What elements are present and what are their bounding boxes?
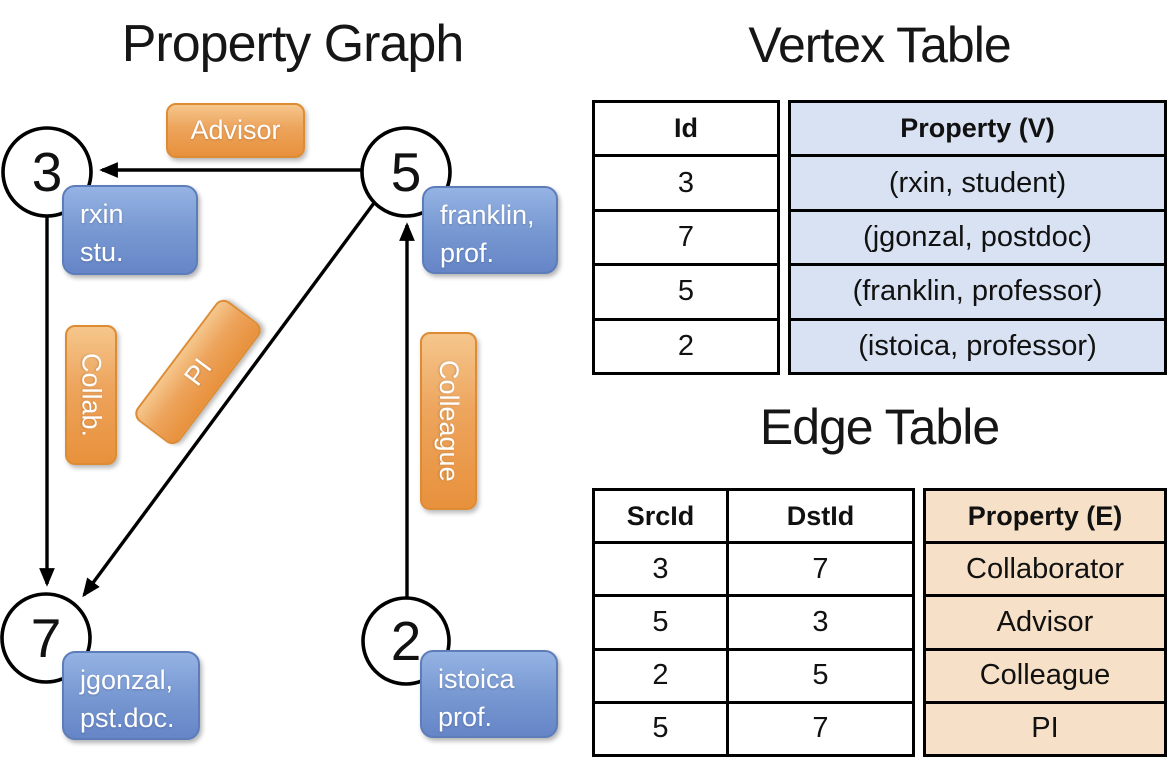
vertex-prop-line: stu. [80,237,124,268]
vertex-prop-line: prof. [440,238,495,269]
vertex-table-property-column: Property (V) (rxin, student) (jgonzal, p… [788,100,1167,375]
table-cell: Advisor [926,594,1164,647]
table-cell: PI [926,700,1164,754]
table-cell: (franklin, professor) [791,263,1164,317]
vertex-prop-box-5: franklin, prof. [422,186,558,274]
vertex-id-5: 5 [391,141,422,203]
vertex-prop-line: prof. [438,702,493,733]
table-cell: 5 [595,700,726,754]
vertex-id-2: 2 [391,610,422,672]
vertex-prop-line: pst.doc. [80,703,175,734]
edge-label-advisor: Advisor [166,103,305,158]
edge-table-src-column: SrcId 3 5 2 5 [595,491,726,754]
edge-pi-5-to-7 [82,201,376,598]
vertex-prop-box-7: jgonzal, pst.doc. [62,651,200,740]
table-cell: 5 [729,647,912,701]
table-cell: 3 [595,154,777,208]
table-cell: 3 [729,594,912,647]
vertex-id-7: 7 [31,607,62,669]
table-cell: 7 [595,208,777,263]
edge-table-header-dst: DstId [786,500,855,531]
vertex-prop-line: jgonzal, [80,665,174,695]
vertex-prop-box-2: istoica prof. [420,650,558,738]
vertex-table-title: Vertex Table [748,17,1011,73]
table-cell: (istoica, professor) [791,317,1164,372]
vertex-table-header-property: Property (V) [900,113,1055,144]
edge-label-colleague: Colleague [420,332,477,510]
vertex-prop-line: rxin [80,199,124,229]
table-cell: 3 [595,541,726,594]
edge-table-property-column: Property (E) Collaborator Advisor Collea… [923,488,1167,757]
table-cell: 7 [729,700,912,754]
table-cell: Colleague [926,647,1164,701]
table-cell: 5 [595,594,726,647]
vertex-id-3: 3 [32,141,63,203]
edge-table-id-columns: SrcId 3 5 2 5 DstId 7 3 5 7 [592,488,915,757]
edge-table-dst-column: DstId 7 3 5 7 [726,491,912,754]
vertex-prop-box-3: rxin stu. [62,185,198,275]
edge-table: SrcId 3 5 2 5 DstId 7 3 5 7 Property (E)… [592,488,1167,757]
table-cell: (jgonzal, postdoc) [791,208,1164,263]
vertex-table-header-id: Id [674,113,698,144]
table-cell: 2 [595,317,777,372]
property-graph-title: Property Graph [121,15,465,73]
vertex-table: Id 3 7 5 2 Property (V) (rxin, student) … [592,100,1167,375]
table-cell: (rxin, student) [791,154,1164,208]
table-cell: 7 [729,541,912,594]
table-cell: Collaborator [926,541,1164,594]
edge-label-collab: Collab. [65,325,117,465]
edge-table-header-property: Property (E) [967,500,1123,531]
vertex-prop-line: istoica [438,664,515,694]
table-cell: 5 [595,263,777,317]
table-cell: 2 [595,647,726,701]
vertex-table-id-column: Id 3 7 5 2 [592,100,780,375]
edge-table-title: Edge Table [759,399,1000,455]
edge-table-header-src: SrcId [626,500,695,531]
vertex-prop-line: franklin, [440,200,535,230]
